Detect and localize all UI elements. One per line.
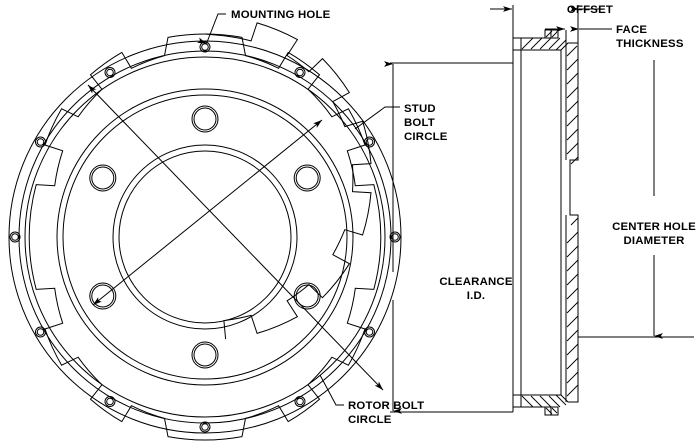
mounting-hole xyxy=(295,397,305,407)
center-hole-diameter-label-line2: DIAMETER xyxy=(623,235,684,247)
mounting-hole xyxy=(295,68,305,78)
face-thickness-label-line1: FACE xyxy=(616,24,647,36)
stud-hole xyxy=(192,342,218,368)
mounting-hole-label: MOUNTING HOLE xyxy=(231,9,331,21)
rotor-bolt-circle-dimension xyxy=(93,120,322,305)
stud-bolt-circle-label-line1: STUD xyxy=(404,103,436,115)
offset-dimension xyxy=(490,5,600,50)
mounting-hole xyxy=(390,232,400,242)
face-thickness-label-line2: THICKNESS xyxy=(616,38,684,50)
mounting-hole xyxy=(36,137,46,147)
center-hole xyxy=(113,145,297,329)
mounting-hole-leader xyxy=(197,14,227,44)
clearance-id-dimension xyxy=(384,61,513,414)
stud-hole xyxy=(90,165,116,191)
mounting-hole xyxy=(105,397,115,407)
section-hatching xyxy=(521,30,579,415)
section-outline xyxy=(513,30,578,415)
center-hole-diameter-dimension xyxy=(578,60,694,339)
offset-label: OFFSET xyxy=(567,4,613,16)
front-elevation-view: MOUNTING HOLE STUD BOLT CIRCLE ROTOR BOL… xyxy=(9,9,448,440)
stud-bolt-circle-label-line2: BOLT xyxy=(404,117,435,129)
mounting-hole xyxy=(365,137,375,147)
clearance-id-label-line1: CLEARANCE xyxy=(439,276,513,288)
mounting-hole xyxy=(200,422,210,432)
stud-hole xyxy=(192,106,218,132)
rotor-bolt-circle-label-line1: ROTOR BOLT xyxy=(348,400,424,412)
center-hole-diameter-label-line1: CENTER HOLE xyxy=(612,221,696,233)
stud-hole xyxy=(90,283,116,309)
stud-bolt-circle-dimension xyxy=(88,85,383,390)
rotor-bolt-circle-leader xyxy=(320,375,344,405)
stud-bolt-circle-leader xyxy=(355,107,400,129)
rotor-bolt-circle-label-line2: CIRCLE xyxy=(348,414,392,426)
mounting-hole xyxy=(10,232,20,242)
mounting-hole xyxy=(105,68,115,78)
cross-section-view: OFFSET FACE THICKNESS CLEARANCE I.D. xyxy=(384,4,696,415)
mounting-holes-group xyxy=(10,42,400,432)
face-thickness-dimension xyxy=(545,26,612,44)
stud-hole xyxy=(294,283,320,309)
stud-bolt-circle-label-line3: CIRCLE xyxy=(404,131,448,143)
clearance-id-label-line2: I.D. xyxy=(467,290,486,302)
mounting-hole xyxy=(36,327,46,337)
stud-hole xyxy=(294,165,320,191)
mounting-hole xyxy=(365,327,375,337)
mounting-hole xyxy=(200,42,210,52)
